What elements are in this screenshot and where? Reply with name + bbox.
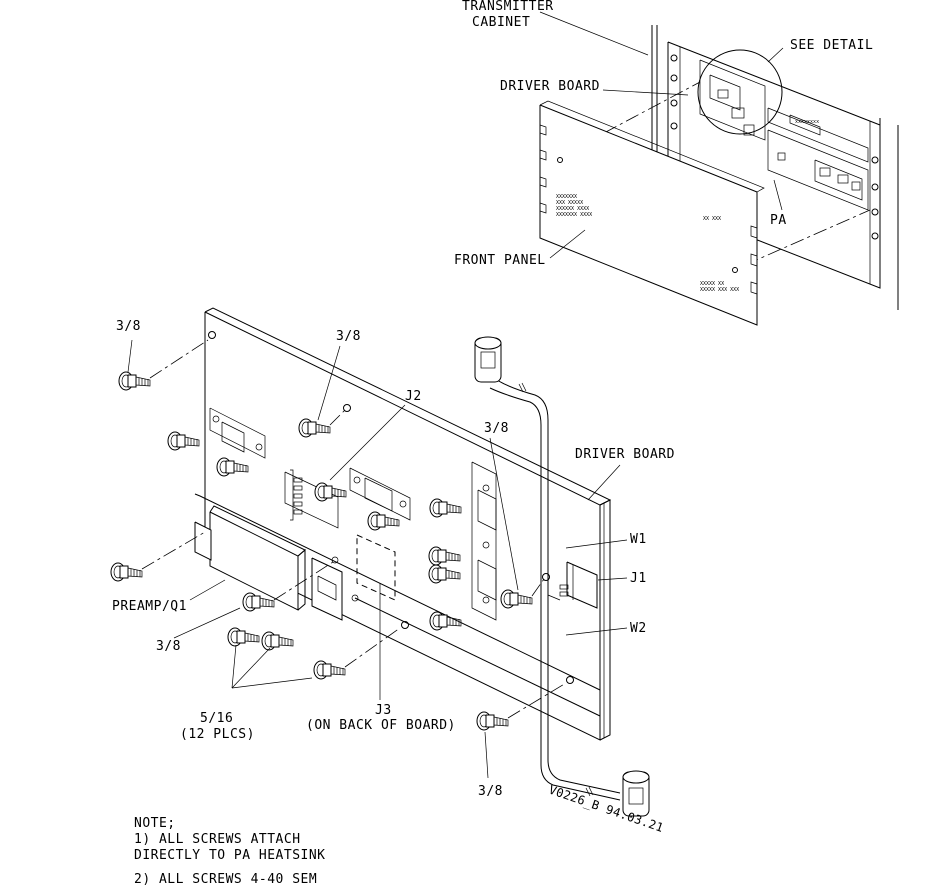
screw-size-label-1: 3/8: [116, 319, 141, 334]
driver-board-label: DRIVER BOARD: [575, 447, 675, 462]
note-line-3: 2) ALL SCREWS 4-40 SEM: [134, 872, 317, 887]
cabinet-overview: xxxxxxxx XXXXXXX XXX XXXXX XXXXXX XXXX X…: [539, 11, 899, 326]
w1-label: W1: [630, 532, 647, 547]
svg-text:XXX XXXXX: XXX XXXXX: [556, 200, 583, 206]
j1-label: J1: [630, 571, 647, 586]
w2-label: W2: [630, 621, 647, 636]
preamp-label: PREAMP/Q1: [112, 599, 187, 614]
svg-text:XXXXX XX: XXXXX XX: [700, 281, 724, 287]
screw-516-label: 5/16: [200, 711, 233, 726]
j3-note-label: (ON BACK OF BOARD): [306, 718, 456, 733]
svg-text:XXXXXX XXXX: XXXXXX XXXX: [556, 206, 589, 212]
screw-size-label-2: 3/8: [336, 329, 361, 344]
driver-board: [194, 307, 650, 817]
note-heading: NOTE;: [134, 816, 176, 831]
front-panel-label: FRONT PANEL: [454, 253, 546, 268]
note-line-1: 1) ALL SCREWS ATTACH: [134, 832, 301, 847]
svg-text:xxxxxxxx: xxxxxxxx: [795, 119, 819, 125]
j2-label: J2: [405, 389, 422, 404]
leader-lines: [127, 339, 628, 779]
svg-text:XX XXX: XX XXX: [703, 216, 721, 222]
pa-label: PA: [770, 213, 787, 228]
svg-text:XXXXX XXX XXX: XXXXX XXX XXX: [700, 287, 739, 293]
transmitter-cabinet-label-1: TRANSMITTER: [462, 0, 554, 14]
transmitter-cabinet-label-2: CABINET: [472, 15, 530, 30]
screw-size-label-4: 3/8: [156, 639, 181, 654]
driver-board-detail-label: DRIVER BOARD: [500, 79, 600, 94]
screw-size-label-5: 3/8: [478, 784, 503, 799]
see-detail-label: SEE DETAIL: [790, 38, 873, 53]
note-line-2: DIRECTLY TO PA HEATSINK: [134, 848, 326, 863]
alignment-lines: [141, 339, 601, 719]
svg-text:XXXXXXX XXXX: XXXXXXX XXXX: [556, 212, 592, 218]
svg-text:XXXXXXX: XXXXXXX: [556, 194, 577, 200]
j3-label: J3: [375, 703, 392, 718]
screw-size-label-3: 3/8: [484, 421, 509, 436]
screw-516-qty-label: (12 PLCS): [180, 727, 255, 742]
